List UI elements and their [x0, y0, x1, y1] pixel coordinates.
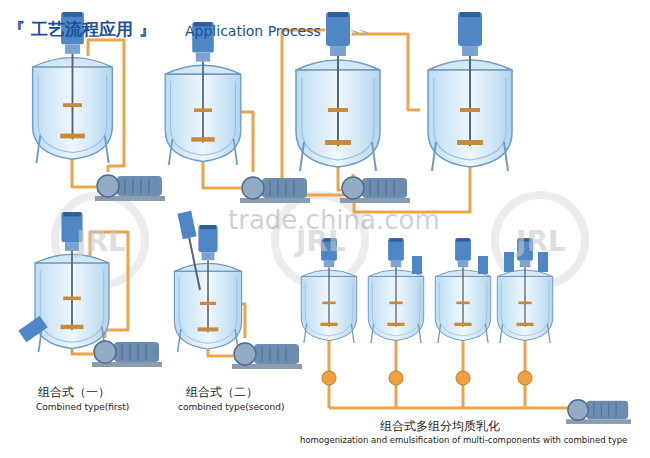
homogenizer-motor	[412, 256, 422, 274]
mixing-tank	[428, 12, 512, 171]
small-pump	[322, 371, 532, 385]
transfer-pump	[92, 341, 162, 367]
transfer-pump	[232, 343, 302, 369]
side-homogenizer	[18, 316, 47, 342]
caption: combined type(second)	[178, 402, 284, 412]
transfer-pump	[340, 177, 410, 203]
caption: Combined type(first)	[36, 402, 129, 412]
page-title: 『 工艺流程应用 』	[8, 20, 156, 40]
mixing-tank	[165, 22, 241, 165]
transfer-pump	[566, 400, 631, 424]
mixing-tank	[368, 238, 423, 343]
tilted-shaft	[188, 232, 200, 290]
tilted-motor	[177, 211, 196, 239]
subtitle: Application Process	[185, 23, 321, 39]
arrow-mark: >>	[350, 27, 368, 40]
caption: 组合式多组分均质乳化	[380, 420, 500, 434]
watermark: JRL	[296, 226, 346, 258]
transfer-pump	[240, 177, 310, 203]
caption: 组合式（二）	[186, 386, 258, 400]
caption: 组合式（一）	[38, 386, 110, 400]
watermark: JRL	[516, 226, 566, 258]
homogenizer-motor	[478, 256, 488, 274]
transfer-pump	[95, 175, 165, 201]
mixing-tank	[435, 238, 490, 343]
homogenizer-motor	[504, 252, 514, 272]
watermark: JRL	[76, 226, 126, 258]
caption: homogenization and emulsification of mul…	[300, 436, 627, 446]
mixing-tank	[174, 225, 241, 352]
